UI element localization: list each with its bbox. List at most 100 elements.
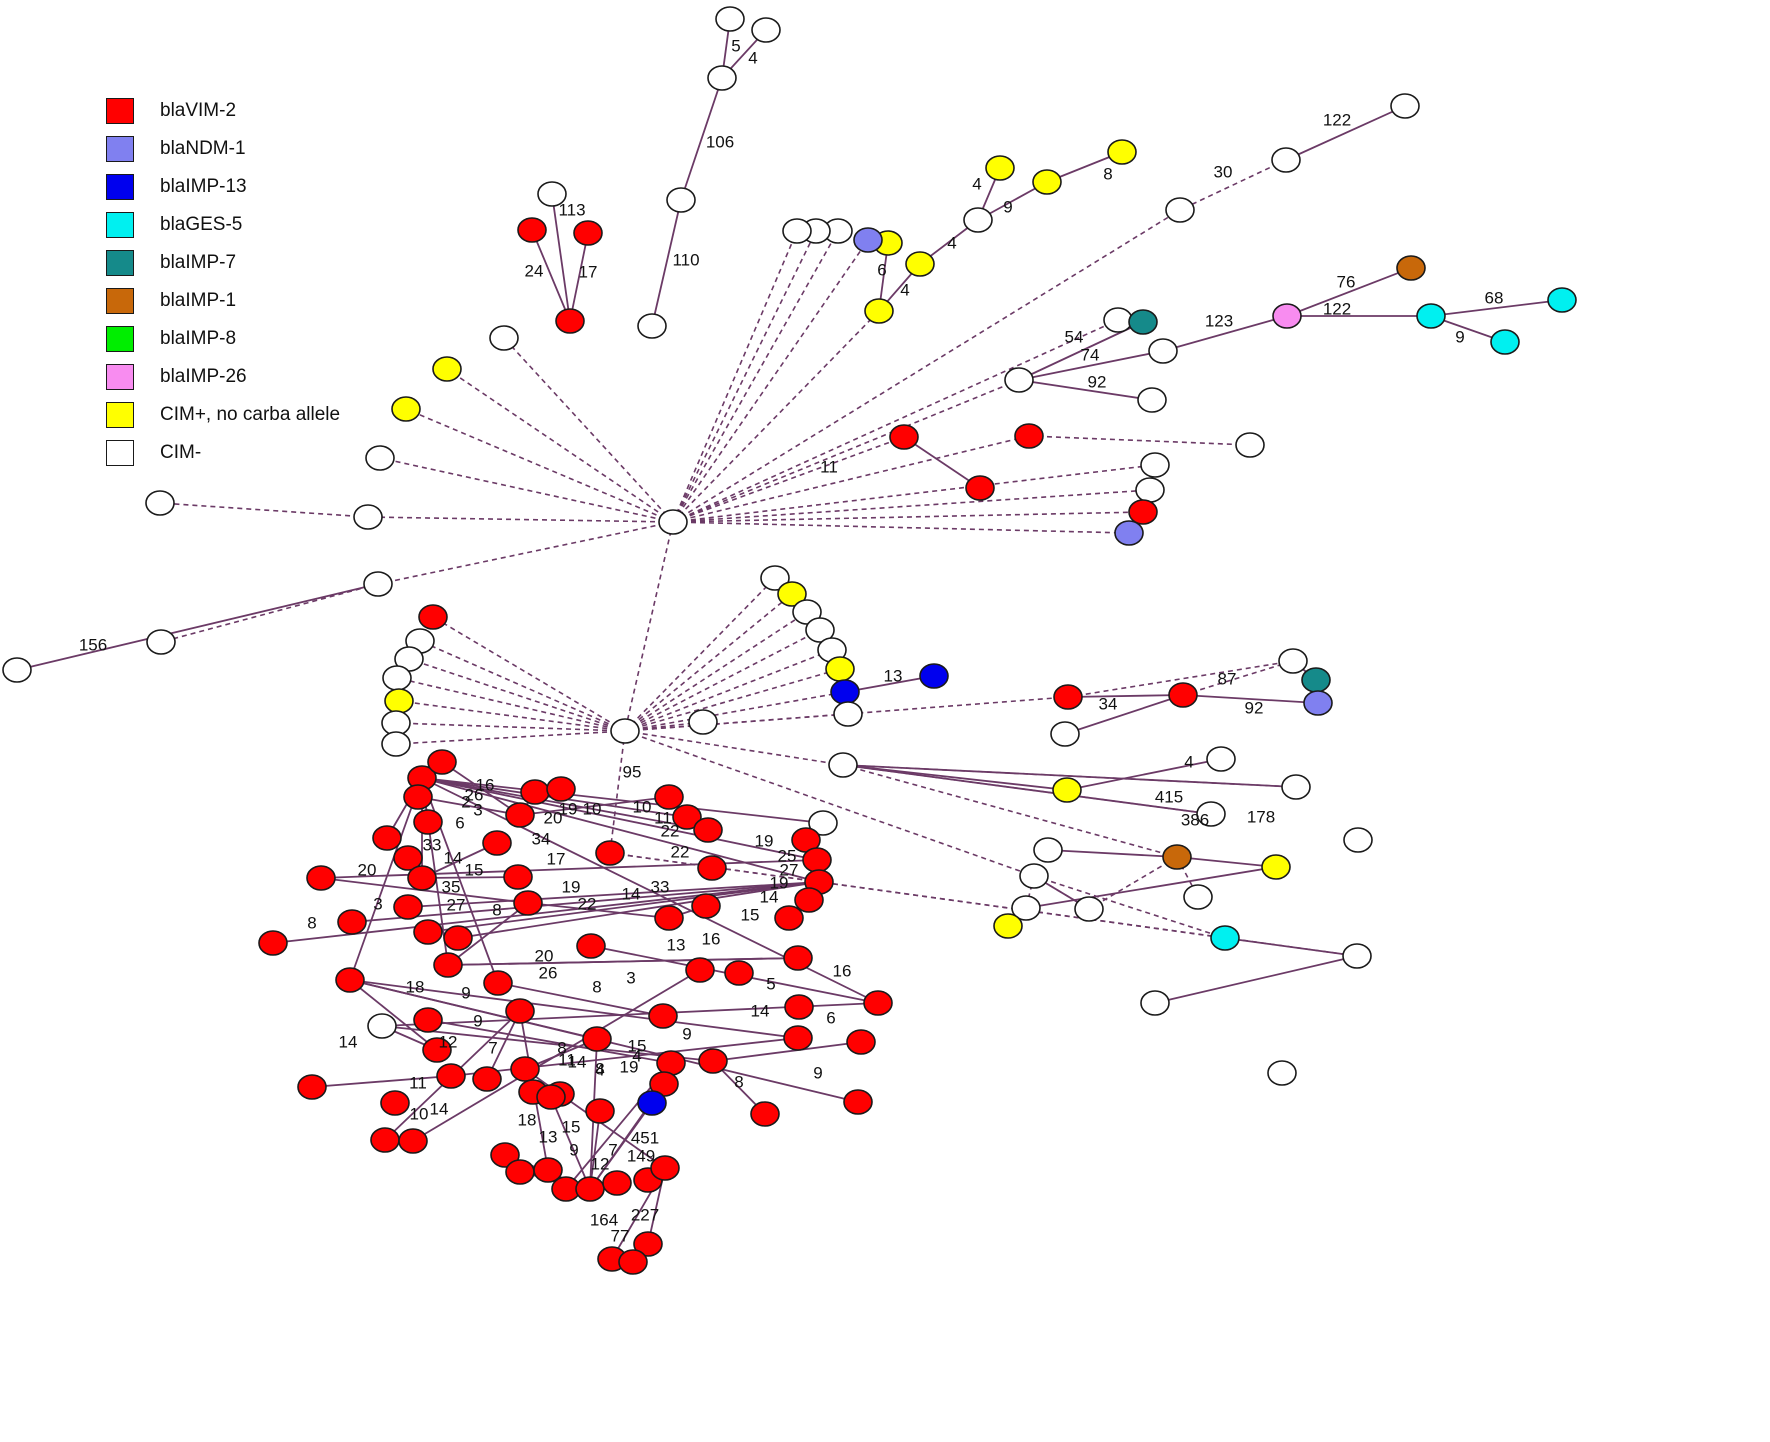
dashed-link (672, 436, 905, 523)
dashed-link (672, 310, 880, 523)
isolate-node (382, 665, 412, 691)
dashed-link (672, 379, 1020, 523)
isolate-node (537, 181, 567, 207)
link (320, 859, 818, 879)
isolate-node (483, 970, 513, 996)
legend-label: blaIMP-26 (160, 366, 247, 387)
isolate-node (503, 864, 533, 890)
link (417, 796, 521, 816)
isolate-node (751, 17, 781, 43)
dashed-link (159, 502, 369, 518)
dashed-link (624, 611, 808, 732)
edge-distance-label: 156 (79, 635, 107, 654)
edge-distance-label: 4 (947, 233, 956, 252)
isolate-node (337, 909, 367, 935)
edge-distance-label: 30 (1214, 162, 1233, 181)
isolate-node (1168, 682, 1198, 708)
edge-distance-label: 3 (373, 894, 382, 913)
legend-item: blaNDM-1 (106, 130, 340, 168)
isolate-node (533, 1157, 563, 1183)
link (407, 881, 820, 908)
isolate-node (693, 817, 723, 843)
isolate-node (258, 930, 288, 956)
isolate-node (794, 887, 824, 913)
edge-distance-label: 149 (627, 1146, 655, 1165)
legend-item: blaGES-5 (106, 206, 340, 244)
isolate-node (1140, 990, 1170, 1016)
legend-swatch (106, 174, 134, 200)
legend-item: blaIMP-8 (106, 320, 340, 358)
isolate-node (413, 809, 443, 835)
legend-label: blaIMP-13 (160, 176, 247, 197)
edge-distance-label: 8 (592, 977, 601, 996)
isolate-node (510, 1056, 540, 1082)
link (1154, 955, 1358, 1004)
isolate-node (146, 629, 176, 655)
link (589, 1102, 653, 1190)
edge-distance-label: 16 (476, 775, 495, 794)
edge-distance-label: 27 (447, 895, 466, 914)
isolate-node (489, 325, 519, 351)
legend: blaVIM-2 blaNDM-1 blaIMP-13 blaGES-5 bla… (106, 92, 340, 472)
isolate-node (413, 1007, 443, 1033)
dashed-link (624, 691, 846, 732)
edge-distance-label: 22 (671, 842, 690, 861)
isolate-node (1053, 684, 1083, 710)
isolate-node (585, 1098, 615, 1124)
edge-distance-label: 8 (595, 1059, 604, 1078)
isolate-node (691, 893, 721, 919)
isolate-node (993, 913, 1023, 939)
isolate-node (1165, 197, 1195, 223)
link (651, 199, 682, 327)
isolate-node (833, 701, 863, 727)
link (1430, 299, 1563, 317)
isolate-node (1148, 338, 1178, 364)
isolate-node (1547, 287, 1577, 313)
isolate-node (637, 313, 667, 339)
link (550, 1096, 591, 1190)
edge-distance-label: 5 (731, 36, 740, 55)
edge-distance-label: 11 (654, 808, 672, 827)
isolate-node (403, 784, 433, 810)
edge-distance-label: 9 (473, 1011, 482, 1030)
isolate-node (963, 207, 993, 233)
edge-distance-label: 10 (583, 799, 602, 818)
legend-label: blaIMP-7 (160, 252, 237, 273)
edge-distance-label: 9 (461, 983, 470, 1002)
link (311, 1075, 452, 1088)
link (349, 979, 598, 1040)
edge-distance-label: 26 (465, 785, 484, 804)
link (497, 982, 664, 1017)
link (447, 902, 529, 966)
edge-distance-label: 14 (760, 887, 779, 906)
isolate-node (782, 218, 812, 244)
isolate-node (505, 802, 535, 828)
edge-distance-label: 178 (1247, 807, 1275, 826)
link (1025, 866, 1277, 909)
isolate-node (843, 1089, 873, 1115)
edge-distance-label: 26 (539, 963, 558, 982)
isolate-node (1235, 432, 1265, 458)
isolate-node (853, 227, 883, 253)
legend-label: blaNDM-1 (160, 138, 246, 159)
edge-distance-label: 74 (1081, 345, 1100, 364)
isolate-node (443, 925, 473, 951)
edge-distance-label: 6 (877, 260, 886, 279)
isolate-node (513, 890, 543, 916)
edge-distance-label: 3 (626, 968, 635, 987)
isolate-node (1416, 303, 1446, 329)
dashed-link (395, 730, 626, 745)
edge-distance-label: 13 (667, 935, 686, 954)
isolate-node (482, 830, 512, 856)
edge-distance-label: 20 (358, 860, 377, 879)
isolate-node (656, 1050, 686, 1076)
isolate-node (672, 804, 702, 830)
edge-distance-label: 17 (547, 849, 566, 868)
edge-distance-label: 27 (780, 860, 799, 879)
edge-distance-label: 16 (833, 961, 852, 980)
isolate-node (422, 1037, 452, 1063)
isolate-node (650, 1155, 680, 1181)
dashed-link (432, 616, 626, 732)
dashed-link (672, 230, 839, 523)
isolate-node (367, 1013, 397, 1039)
